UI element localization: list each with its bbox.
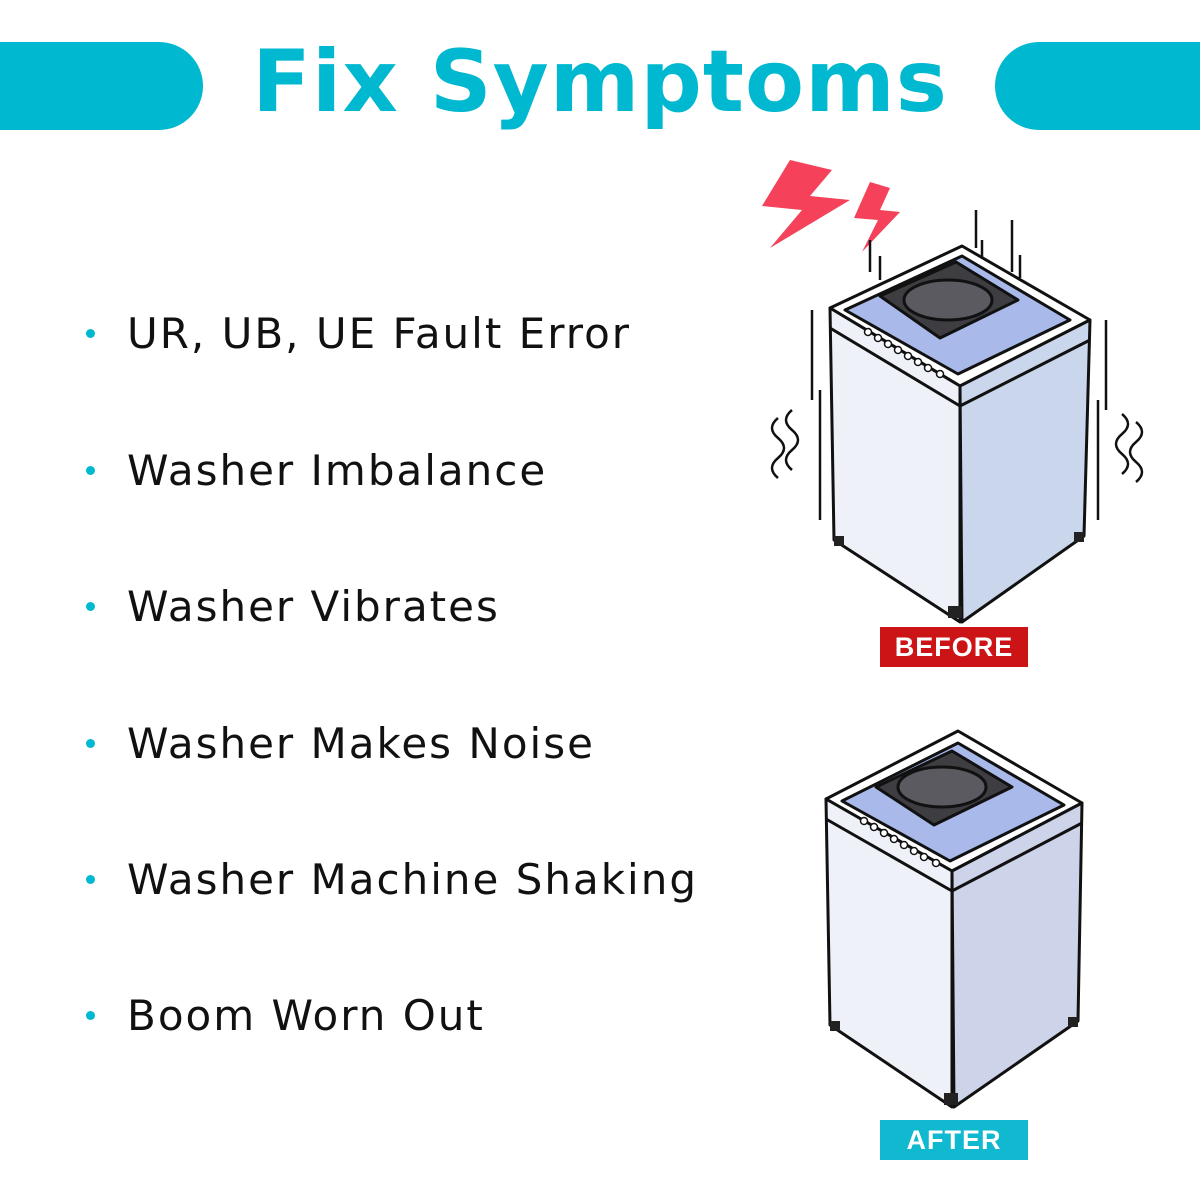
steady-washer-icon (824, 729, 1084, 1109)
before-badge: BEFORE (880, 627, 1028, 667)
symptom-label: Washer Vibrates (127, 581, 500, 631)
bullet-icon (86, 465, 95, 475)
list-item: Washer Imbalance (78, 440, 758, 500)
symptom-label: Washer Makes Noise (127, 718, 595, 768)
list-item: Washer Machine Shaking (78, 849, 758, 909)
page-title: Fix Symptoms (252, 32, 948, 132)
list-item: Washer Vibrates (78, 576, 758, 636)
bullet-icon (86, 328, 95, 338)
list-item: UR, UB, UE Fault Error (78, 303, 758, 363)
bullet-icon (86, 874, 95, 884)
lightning-icon (762, 160, 900, 252)
symptom-label: Washer Imbalance (127, 445, 548, 495)
after-badge: AFTER (880, 1120, 1028, 1160)
bullet-icon (86, 1010, 95, 1020)
bullet-icon (86, 601, 95, 611)
shaking-washer-icon (762, 160, 1144, 624)
list-item: Washer Makes Noise (78, 713, 758, 773)
symptom-label: Washer Machine Shaking (127, 854, 698, 904)
header-left-banner (0, 42, 203, 130)
list-item: Boom Worn Out (78, 985, 758, 1045)
header-right-banner (995, 42, 1200, 130)
bullet-icon (86, 738, 95, 748)
symptom-label: UR, UB, UE Fault Error (127, 308, 632, 358)
symptom-label: Boom Worn Out (127, 990, 485, 1040)
